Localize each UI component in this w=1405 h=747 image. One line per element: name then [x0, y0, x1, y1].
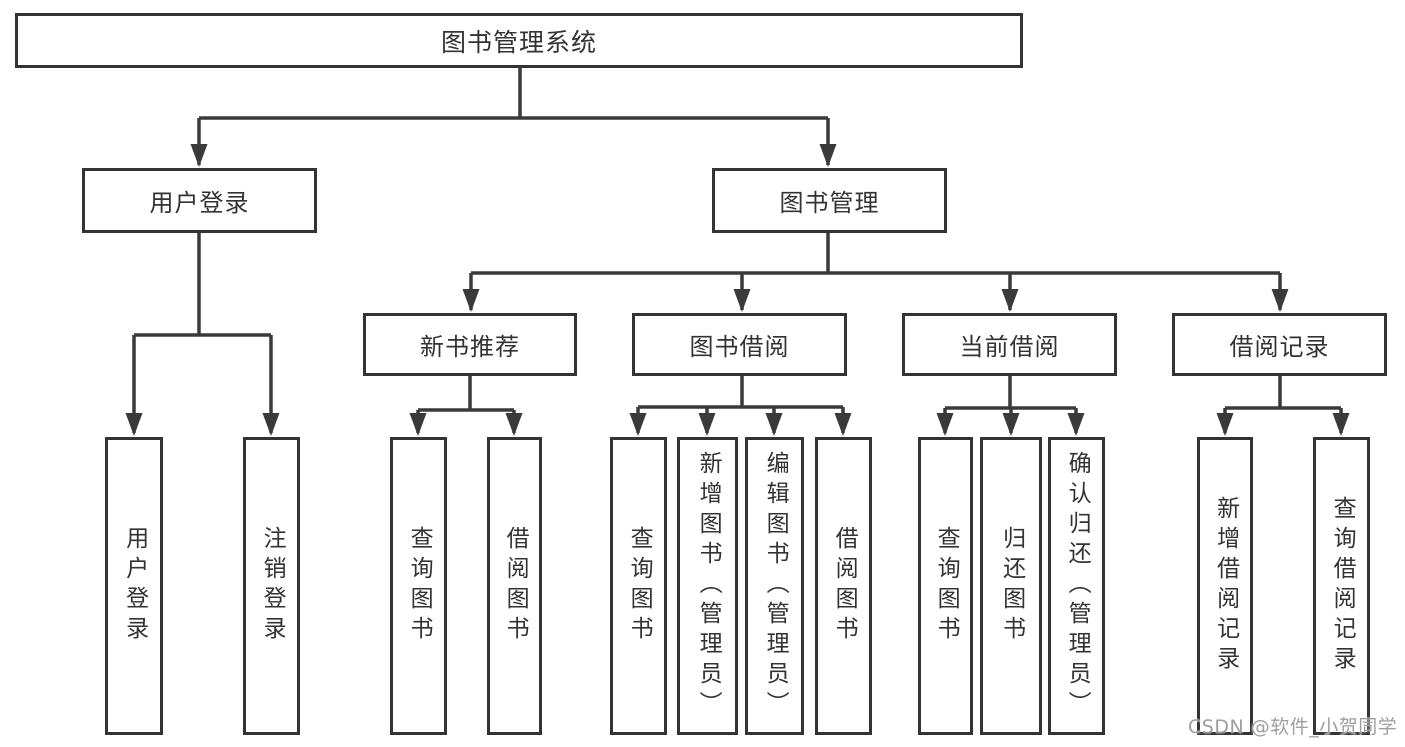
node-label: 确认归还（管理员）: [1064, 451, 1091, 721]
node-new-book-recommendation: 新书推荐: [363, 313, 577, 376]
node-label: 借阅记录: [1229, 333, 1330, 361]
leaf-confirm-return-admin: 确认归还（管理员）: [1048, 437, 1105, 735]
leaf-query-books-recommendation: 查询图书: [390, 437, 447, 735]
node-label: 用户登录: [121, 526, 148, 646]
node-label: 注销登录: [259, 526, 286, 646]
node-label: 查询借阅记录: [1329, 496, 1356, 676]
node-label: 查询图书: [626, 526, 653, 646]
node-label: 编辑图书（管理员）: [762, 451, 789, 721]
leaf-add-book-admin: 新增图书（管理员）: [677, 437, 738, 735]
node-current-borrowing: 当前借阅: [902, 313, 1117, 376]
leaf-logout: 注销登录: [243, 437, 300, 735]
leaf-query-books-borrowing: 查询图书: [610, 437, 667, 735]
leaf-user-login: 用户登录: [105, 437, 163, 735]
leaf-borrow-books-recommendation: 借阅图书: [487, 437, 542, 735]
node-label: 新增借阅记录: [1212, 496, 1239, 676]
node-label: 借阅图书: [502, 526, 529, 646]
node-user-login: 用户登录: [82, 168, 317, 233]
node-library-management-system: 图书管理系统: [15, 13, 1023, 68]
node-label: 归还图书: [998, 526, 1025, 646]
leaf-add-borrow-record: 新增借阅记录: [1197, 437, 1253, 735]
node-label: 用户登录: [149, 189, 250, 217]
node-label: 查询图书: [406, 526, 433, 646]
node-label: 图书管理系统: [440, 27, 597, 57]
node-label: 当前借阅: [959, 333, 1060, 361]
leaf-return-books: 归还图书: [980, 437, 1042, 735]
leaf-query-borrow-record: 查询借阅记录: [1313, 437, 1370, 735]
node-label: 新书推荐: [420, 333, 520, 361]
node-book-management: 图书管理: [712, 168, 947, 233]
node-label: 查询图书: [933, 526, 960, 646]
leaf-borrow-books-borrowing: 借阅图书: [815, 437, 872, 735]
watermark: CSDN @软件_小贺同学: [1188, 716, 1398, 738]
leaf-query-books-current: 查询图书: [918, 437, 973, 735]
node-borrowing-records: 借阅记录: [1172, 313, 1387, 376]
node-label: 图书管理: [779, 189, 880, 217]
node-label: 图书借阅: [689, 333, 790, 361]
node-book-borrowing: 图书借阅: [632, 313, 847, 376]
node-label: 新增图书（管理员）: [695, 451, 722, 721]
node-label: 借阅图书: [831, 526, 858, 646]
leaf-edit-book-admin: 编辑图书（管理员）: [745, 437, 804, 735]
